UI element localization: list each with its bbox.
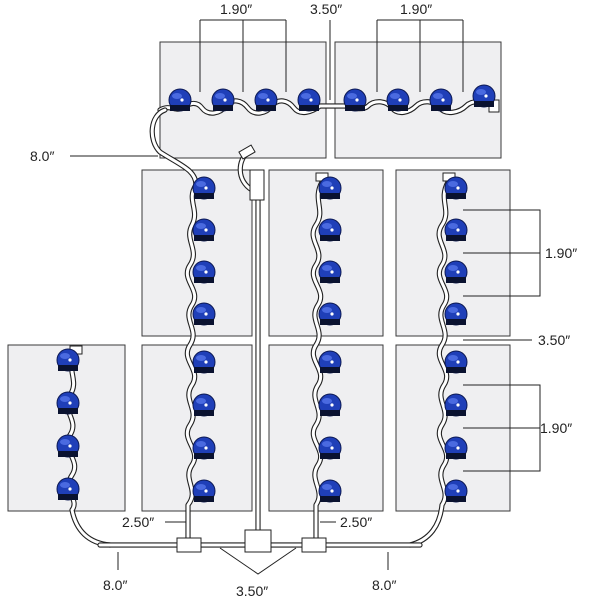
drip-emitter-icon bbox=[318, 393, 342, 417]
drip-emitter-icon bbox=[444, 350, 468, 374]
drip-emitter-icon bbox=[192, 350, 216, 374]
drip-emitter-icon bbox=[192, 393, 216, 417]
drip-emitter-icon bbox=[444, 260, 468, 284]
drip-emitter-icon bbox=[444, 176, 468, 200]
label-center-riser: 2.50″ bbox=[340, 514, 372, 530]
drip-emitter-icon bbox=[318, 302, 342, 326]
end-cap-icon bbox=[238, 144, 256, 160]
drip-emitter-icon bbox=[254, 88, 278, 112]
fittings bbox=[69, 99, 500, 553]
drip-emitter-icon bbox=[56, 434, 80, 458]
drip-emitter-icon bbox=[444, 393, 468, 417]
label-bottom-right: 8.0″ bbox=[372, 577, 396, 593]
drip-emitter-icon bbox=[444, 436, 468, 460]
drip-emitter-icon bbox=[211, 88, 235, 112]
drip-emitter-icon bbox=[168, 88, 192, 112]
label-left-feed: 8.0″ bbox=[30, 148, 54, 164]
drip-emitter-icon bbox=[192, 260, 216, 284]
tee-fitting-icon bbox=[176, 537, 202, 553]
drip-emitter-icon bbox=[472, 84, 496, 108]
drip-emitter-icon bbox=[56, 391, 80, 415]
label-top-right-spacing: 1.90″ bbox=[400, 1, 432, 17]
drip-emitter-icon bbox=[56, 477, 80, 501]
label-right-upper-spacing: 1.90″ bbox=[545, 245, 577, 261]
drip-emitter-icon bbox=[318, 218, 342, 242]
drip-emitter-icon bbox=[192, 218, 216, 242]
drip-emitter-icon bbox=[56, 348, 80, 372]
label-top-left-spacing: 1.90″ bbox=[220, 1, 252, 17]
label-bottom-center: 3.50″ bbox=[236, 583, 268, 599]
drip-emitter-icon bbox=[318, 176, 342, 200]
drip-emitter-icon bbox=[318, 436, 342, 460]
drip-emitter-icon bbox=[192, 436, 216, 460]
drip-emitter-icon bbox=[318, 479, 342, 503]
emitters bbox=[56, 84, 496, 503]
label-bottom-left: 8.0″ bbox=[103, 577, 127, 593]
label-right-gap: 3.50″ bbox=[538, 332, 570, 348]
drip-emitter-icon bbox=[318, 350, 342, 374]
label-left-riser: 2.50″ bbox=[122, 514, 154, 530]
drip-emitter-icon bbox=[192, 176, 216, 200]
label-right-lower-spacing: 1.90″ bbox=[540, 420, 572, 436]
label-top-gap: 3.50″ bbox=[310, 1, 342, 17]
drip-emitter-icon bbox=[444, 302, 468, 326]
drip-emitter-icon bbox=[444, 479, 468, 503]
end-cap-icon bbox=[249, 169, 265, 201]
drip-emitter-icon bbox=[297, 88, 321, 112]
drip-emitter-icon bbox=[343, 88, 367, 112]
drip-emitter-icon bbox=[192, 479, 216, 503]
drip-emitter-icon bbox=[444, 218, 468, 242]
panels bbox=[7, 41, 511, 512]
tee-fitting-icon bbox=[244, 529, 272, 553]
drip-emitter-icon bbox=[386, 88, 410, 112]
drip-emitter-icon bbox=[429, 88, 453, 112]
dimension-lines bbox=[70, 19, 541, 575]
tee-fitting-icon bbox=[301, 537, 327, 553]
drip-emitter-icon bbox=[318, 260, 342, 284]
labels: 1.90″ 3.50″ 1.90″ 8.0″ 1.90″ 3.50″ 1.90″… bbox=[30, 1, 577, 599]
drip-emitter-icon bbox=[192, 302, 216, 326]
